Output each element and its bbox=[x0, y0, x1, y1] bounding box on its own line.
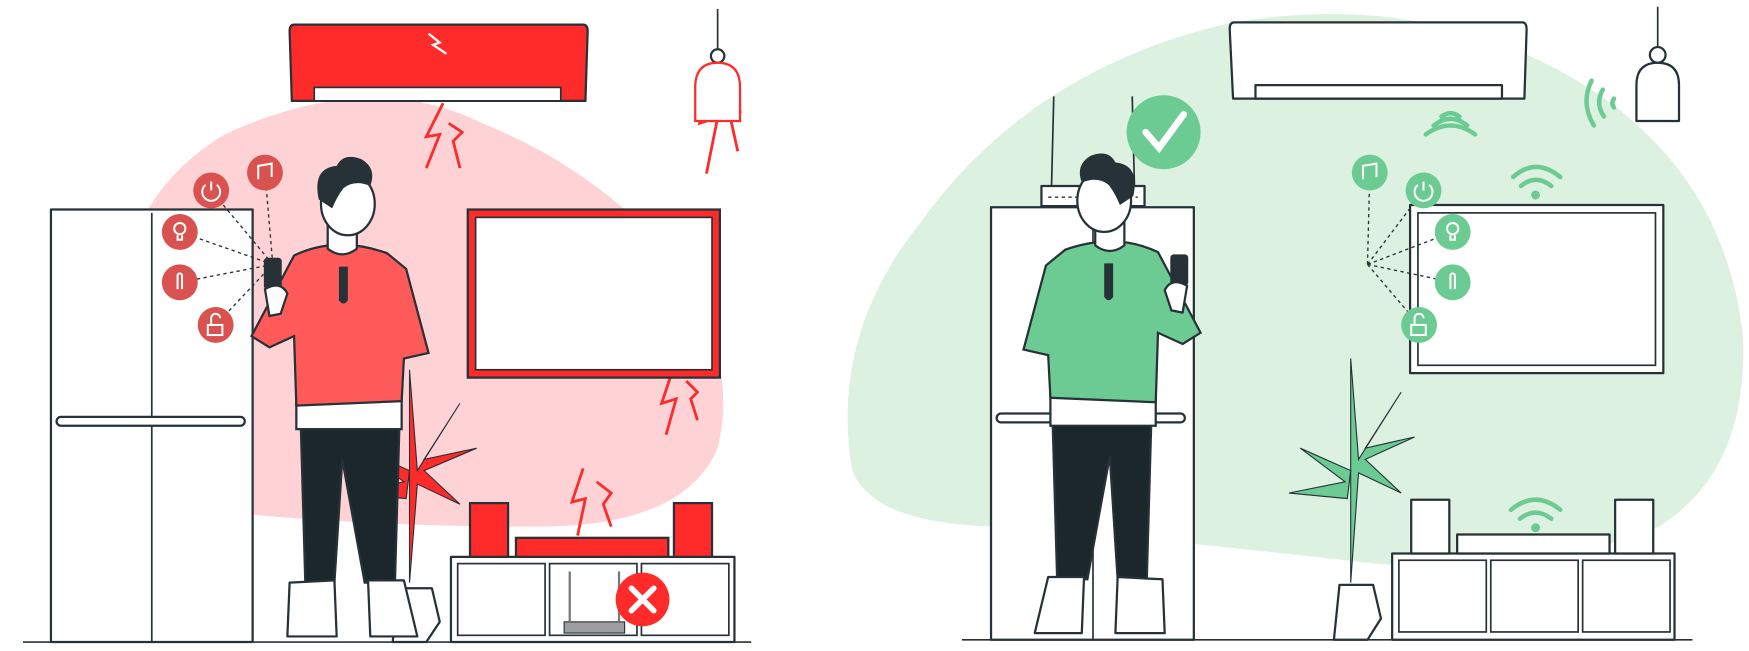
tv-cabinet bbox=[1391, 498, 1676, 641]
wifi-icon bbox=[1423, 78, 1617, 533]
pendant-lamp bbox=[1635, 6, 1681, 123]
air-conditioner-red bbox=[288, 23, 589, 102]
thermometer-icon bbox=[1434, 264, 1471, 301]
thermometer-icon bbox=[161, 264, 198, 301]
tv-red bbox=[466, 208, 721, 379]
pendant-lamp-broken bbox=[694, 8, 742, 123]
music-icon bbox=[1351, 154, 1388, 191]
lightbulb-icon bbox=[1434, 214, 1471, 250]
right-scene-connected bbox=[847, 6, 1744, 641]
refrigerator bbox=[49, 208, 254, 644]
pink-blob-background bbox=[122, 97, 724, 527]
music-icon bbox=[247, 154, 283, 191]
smart-icons-red bbox=[161, 154, 283, 343]
plant-green bbox=[1288, 358, 1415, 641]
tv-cabinet bbox=[449, 501, 736, 644]
x-icon bbox=[615, 572, 670, 627]
smart-icons-green bbox=[1351, 154, 1471, 343]
left-scene-disconnected bbox=[22, 8, 752, 644]
check-icon bbox=[1126, 95, 1201, 170]
air-conditioner bbox=[1228, 21, 1528, 100]
lightbulb-icon bbox=[161, 214, 198, 250]
